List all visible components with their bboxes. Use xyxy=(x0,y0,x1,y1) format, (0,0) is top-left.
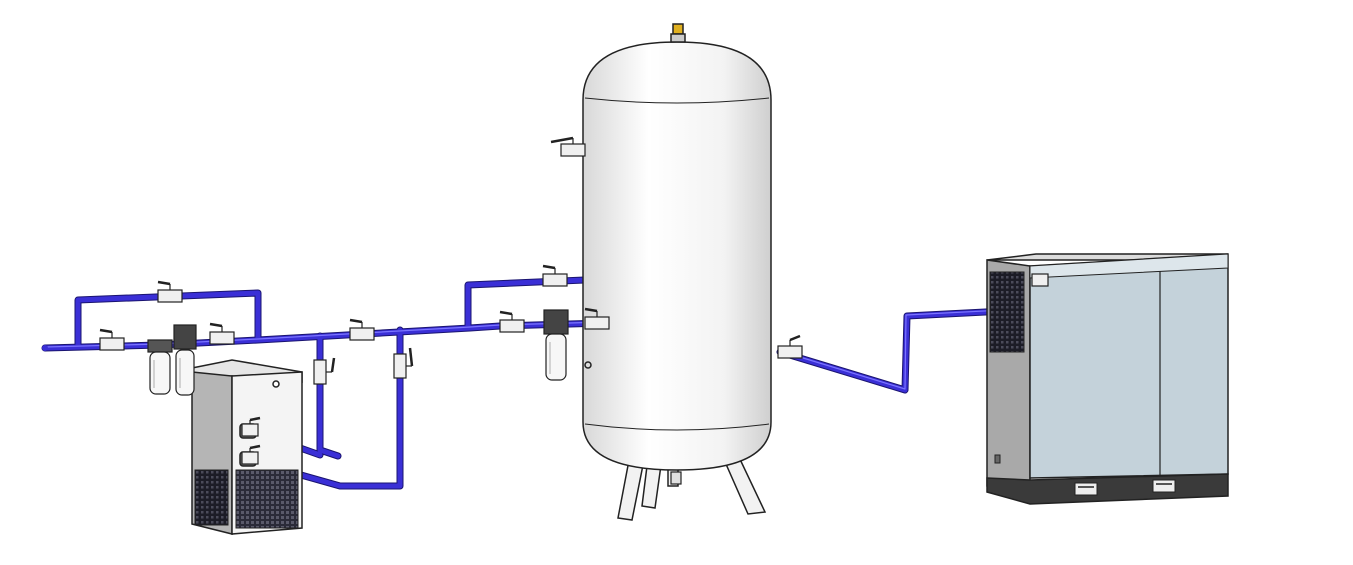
tank-legs xyxy=(617,454,767,521)
ball-valve-icon xyxy=(157,280,183,303)
refrigerated-air-dryer xyxy=(191,359,303,535)
pipe-end-cap xyxy=(42,345,48,351)
ball-valve-icon xyxy=(1031,273,1049,287)
ball-valve-icon xyxy=(99,328,125,351)
drain-valve-icon xyxy=(670,471,682,485)
safety-valve-icon xyxy=(670,23,686,43)
air-receiver-tank xyxy=(582,23,772,521)
screw-air-compressor xyxy=(986,253,1229,505)
ball-valve-icon xyxy=(777,334,803,359)
ball-valve-icon xyxy=(313,357,336,385)
line-filter-1 xyxy=(147,339,173,395)
ball-valve-icon xyxy=(499,310,525,333)
ball-valve-icon xyxy=(241,416,261,437)
ball-valve-icon xyxy=(393,347,414,379)
ball-valve-icon xyxy=(209,322,235,345)
tank-shell xyxy=(582,41,772,471)
ball-valve-icon xyxy=(542,264,568,287)
ball-valves xyxy=(99,136,1049,485)
line-filter-3 xyxy=(543,309,569,381)
ball-valve-icon xyxy=(241,444,261,465)
ball-valve-icon xyxy=(349,318,375,341)
ball-valve-icon xyxy=(584,307,610,330)
ball-valve-icon xyxy=(550,136,586,157)
line-filter-2 xyxy=(173,324,197,396)
